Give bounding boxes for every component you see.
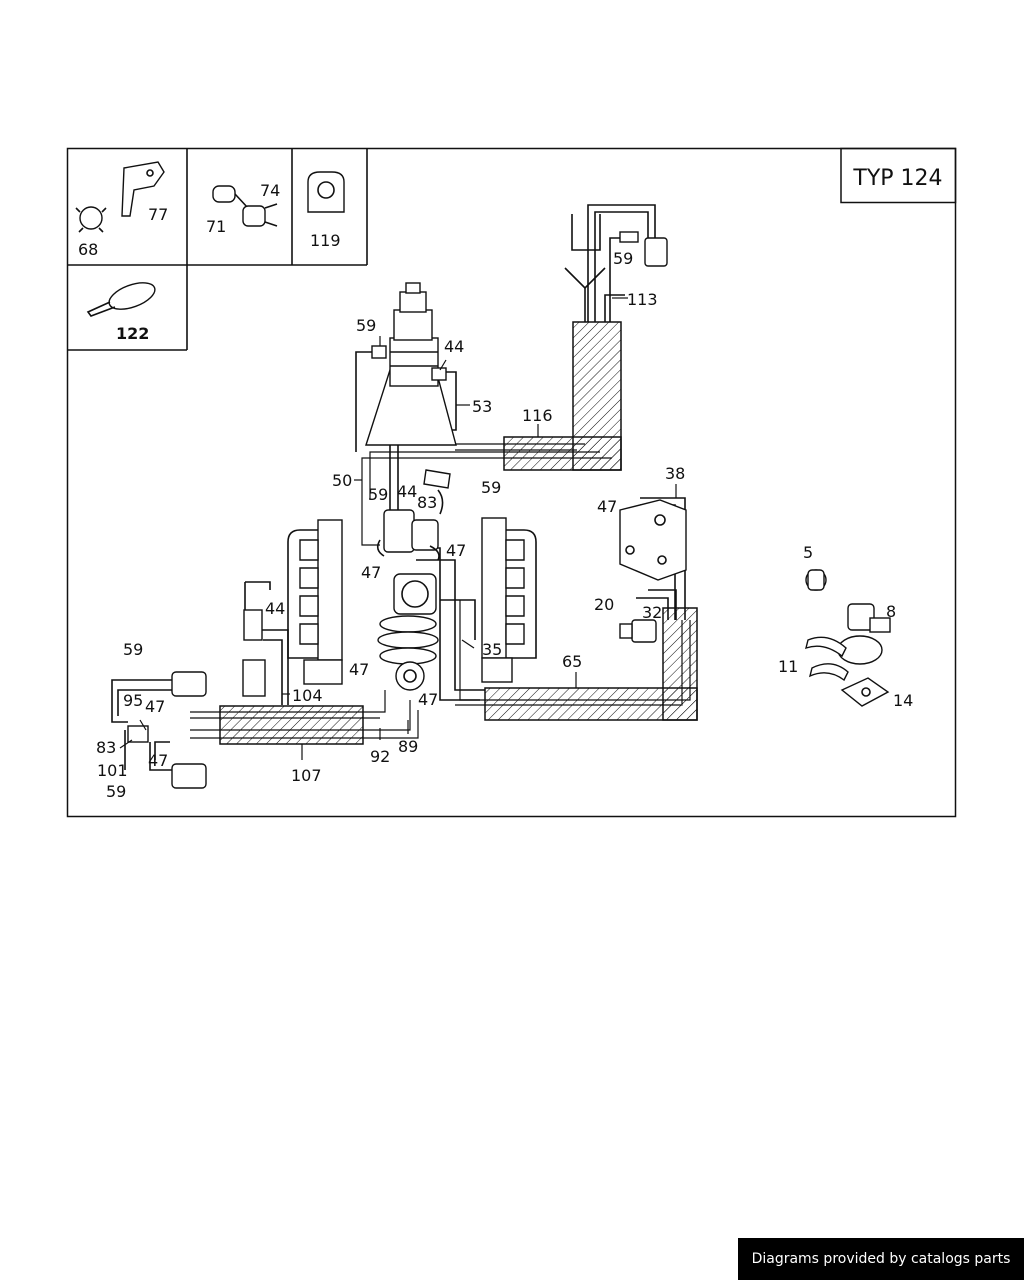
left-valve-group (127, 609, 266, 789)
loose-part-14-icon (840, 677, 890, 707)
callout-59-c: 59 (368, 485, 388, 504)
tube-bundle-65 (484, 607, 698, 721)
callout-47-e: 47 (349, 660, 369, 679)
loose-part-5-icon (805, 569, 827, 591)
intake-manifold-right (481, 517, 537, 683)
tube-bundle-116 (503, 321, 622, 471)
valve-20 (619, 619, 657, 643)
callout-47-f: 47 (418, 690, 438, 709)
diagram-frame (66, 147, 957, 818)
callout-47-c: 47 (597, 497, 617, 516)
clip-71-74-icon (212, 185, 278, 227)
callout-83-a: 83 (417, 493, 437, 512)
intake-manifold-left (287, 519, 343, 685)
central-valve-cluster (376, 469, 451, 561)
valve-bracket-38 (619, 499, 687, 581)
callout-107: 107 (291, 766, 322, 785)
callout-113: 113 (627, 290, 658, 309)
callout-47-a: 47 (446, 541, 466, 560)
callout-44-c: 44 (265, 599, 285, 618)
footer-credit: Diagrams provided by catalogs parts (738, 1238, 1024, 1280)
callout-11: 11 (778, 657, 798, 676)
callout-116: 116 (522, 406, 553, 425)
legend-label-74: 74 (260, 181, 280, 200)
callout-38: 38 (665, 464, 685, 483)
legend-boxes (67, 148, 368, 351)
callout-59-e: 59 (123, 640, 143, 659)
callout-59-a: 59 (356, 316, 376, 335)
callout-92: 92 (370, 747, 390, 766)
callout-47-d: 47 (145, 697, 165, 716)
callout-5: 5 (803, 543, 813, 562)
switch-113 (564, 214, 668, 322)
callout-83-b: 83 (96, 738, 116, 757)
callout-20: 20 (594, 595, 614, 614)
holder-119-icon (307, 171, 345, 213)
legend-label-68: 68 (78, 240, 98, 259)
leader-lines (119, 297, 677, 760)
callout-59-f: 59 (106, 782, 126, 801)
type-label: TYP 124 (852, 166, 942, 191)
callouts: 59 44 53 116 59 113 50 59 44 83 59 47 47… (96, 249, 913, 801)
callout-32: 32 (642, 603, 662, 622)
callout-47-b: 47 (361, 563, 381, 582)
clamp-68-icon (75, 206, 107, 233)
legend-label-77: 77 (148, 205, 168, 224)
legend-label-71: 71 (206, 217, 226, 236)
callout-44-b: 44 (397, 482, 417, 501)
loose-part-11-icon (805, 636, 849, 682)
fuel-distributor (365, 282, 457, 446)
cable-tie-122-icon (86, 282, 156, 317)
callout-104: 104 (292, 686, 323, 705)
callout-59-b: 59 (613, 249, 633, 268)
callout-59-d: 59 (481, 478, 501, 497)
throttle-body (377, 573, 439, 691)
type-label-box (840, 147, 957, 204)
legend-label-119: 119 (310, 231, 341, 250)
legend-label-122: 122 (116, 324, 149, 343)
callout-47-g: 47 (148, 751, 168, 770)
callout-44-a: 44 (444, 337, 464, 356)
callout-101: 101 (97, 761, 128, 780)
callout-35: 35 (482, 640, 502, 659)
callout-89: 89 (398, 737, 418, 756)
callout-95: 95 (123, 691, 143, 710)
callout-8: 8 (886, 602, 896, 621)
callout-50: 50 (332, 471, 352, 490)
bracket-77-icon (121, 161, 165, 217)
callout-53: 53 (472, 397, 492, 416)
callout-65: 65 (562, 652, 582, 671)
callout-14: 14 (893, 691, 913, 710)
loose-part-8-icon (837, 603, 891, 665)
